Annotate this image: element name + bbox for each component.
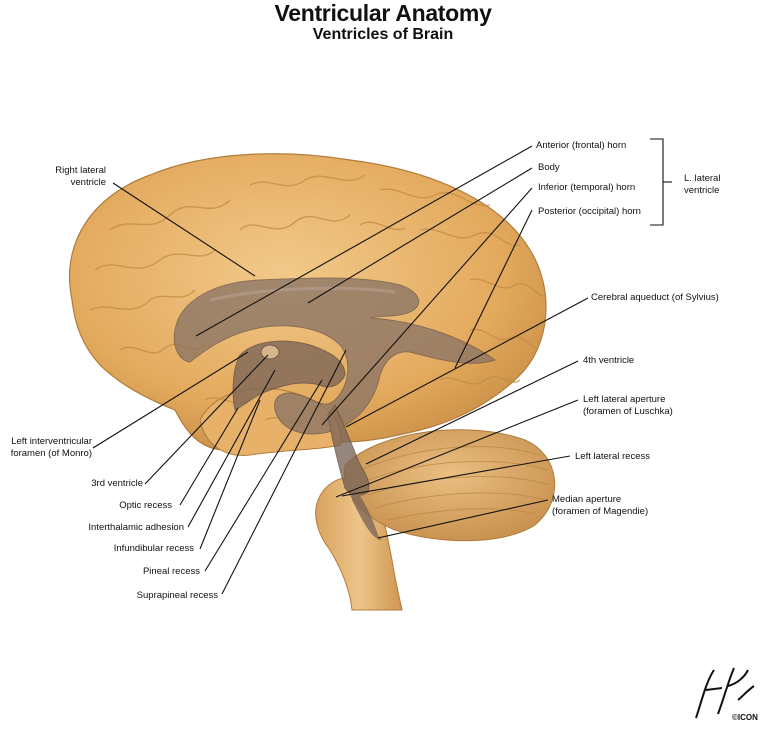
label-interthalamic-adhesion: Interthalamic adhesion [88,522,184,533]
label-left-lateral-aperture: Left lateral aperture (foramen of Luschk… [583,394,673,418]
ventricular-system [173,277,497,540]
label-right-lateral-ventricle-line2: ventricle [70,177,106,188]
label-third-ventricle: 3rd ventricle [91,478,143,489]
page-subtitle: Ventricles of Brain [312,26,454,43]
gyri-pattern [89,174,546,424]
label-median-aperture: Median aperture (foramen of Magendie) [552,494,648,518]
label-median-aperture-line2: (foramen of Magendie) [552,506,649,517]
label-pineal-recess: Pineal recess [142,566,200,577]
svg-text:©ICON: ©ICON [732,713,758,722]
interthalamic-adhesion-shape [260,344,280,360]
netter-signature-logo: ©ICON [695,667,758,722]
label-cerebral-aqueduct: Cerebral aqueduct (of Sylvius) [591,292,719,303]
label-infundibular-recess: Infundibular recess [113,543,194,554]
label-anterior-horn: Anterior (frontal) horn [536,140,627,151]
label-interventricular-foramen-line2: foramen (of Monro) [10,448,92,459]
label-median-aperture-line1: Median aperture [552,494,622,505]
label-interventricular-foramen: Left interventricular foramen (of Monro) [0,436,92,460]
label-l-lateral-ventricle-line2: ventricle [684,185,720,196]
label-left-lateral-aperture-line2: (foramen of Luschka) [583,406,673,417]
leader-lines [92,138,672,595]
label-optic-recess: Optic recess [119,500,172,511]
label-l-lateral-ventricle: L. lateral ventricle [684,173,720,197]
label-interventricular-foramen-line1: Left interventricular [11,436,92,447]
label-l-lateral-ventricle-line1: L. lateral [684,173,721,184]
label-suprapineal-recess: Suprapineal recess [136,590,218,601]
label-inferior-horn: Inferior (temporal) horn [538,182,636,193]
label-left-lateral-aperture-line1: Left lateral aperture [583,394,666,405]
label-left-lateral-recess: Left lateral recess [575,451,650,462]
cerebellum-folia [359,446,551,521]
label-right-lateral-ventricle-line1: Right lateral [55,165,106,176]
page-title: Ventricular Anatomy [274,0,492,26]
label-posterior-horn: Posterior (occipital) horn [538,206,641,217]
label-right-lateral-ventricle: Right lateral ventricle [20,165,106,189]
label-body: Body [538,162,560,173]
label-fourth-ventricle: 4th ventricle [583,355,635,366]
